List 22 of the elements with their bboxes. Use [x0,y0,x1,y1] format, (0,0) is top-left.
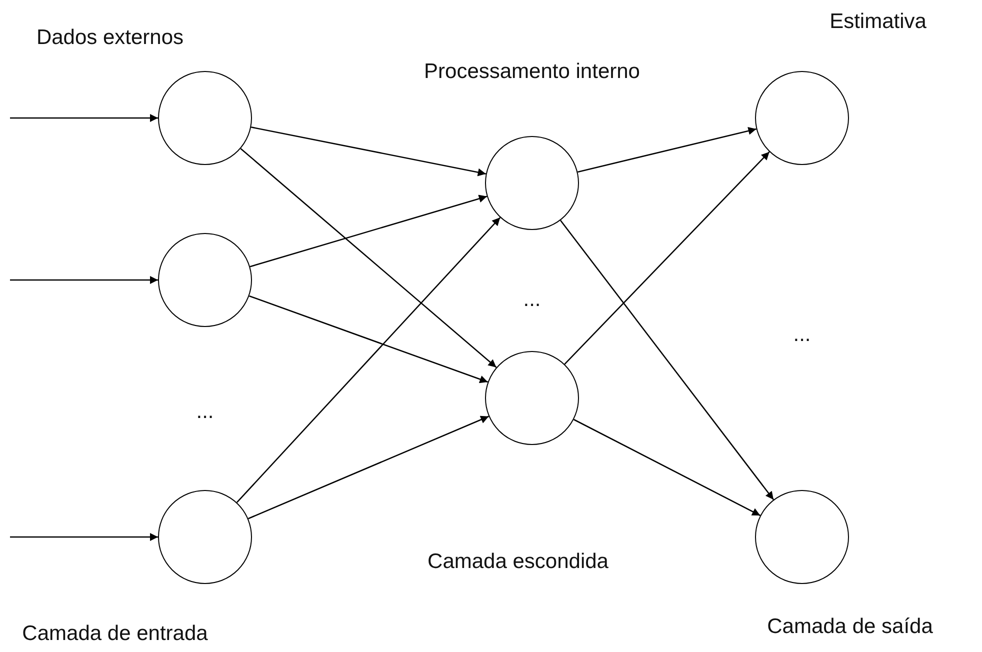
layer-label: ... [793,323,811,347]
layer-label: ... [523,288,541,312]
arrow [560,220,774,500]
arrow [250,194,488,268]
arrow [574,418,760,516]
arrow [248,295,488,384]
arrow [250,126,486,176]
arrow [10,533,158,541]
arrow [564,151,770,365]
arrow [248,416,489,520]
arrow [240,148,497,368]
layer-label: Camada escondida [428,550,608,574]
layer-label: Camada de entrada [22,622,208,646]
layer-label: Estimativa [830,10,926,34]
arrow [10,114,158,122]
layer-label: Dados externos [36,26,184,50]
layer-label: ... [196,400,214,424]
arrow [236,217,501,503]
layer-label: Processamento interno [424,60,640,84]
arrow [10,276,158,284]
layer-label: Camada de saída [767,615,933,639]
arrow [578,126,756,173]
